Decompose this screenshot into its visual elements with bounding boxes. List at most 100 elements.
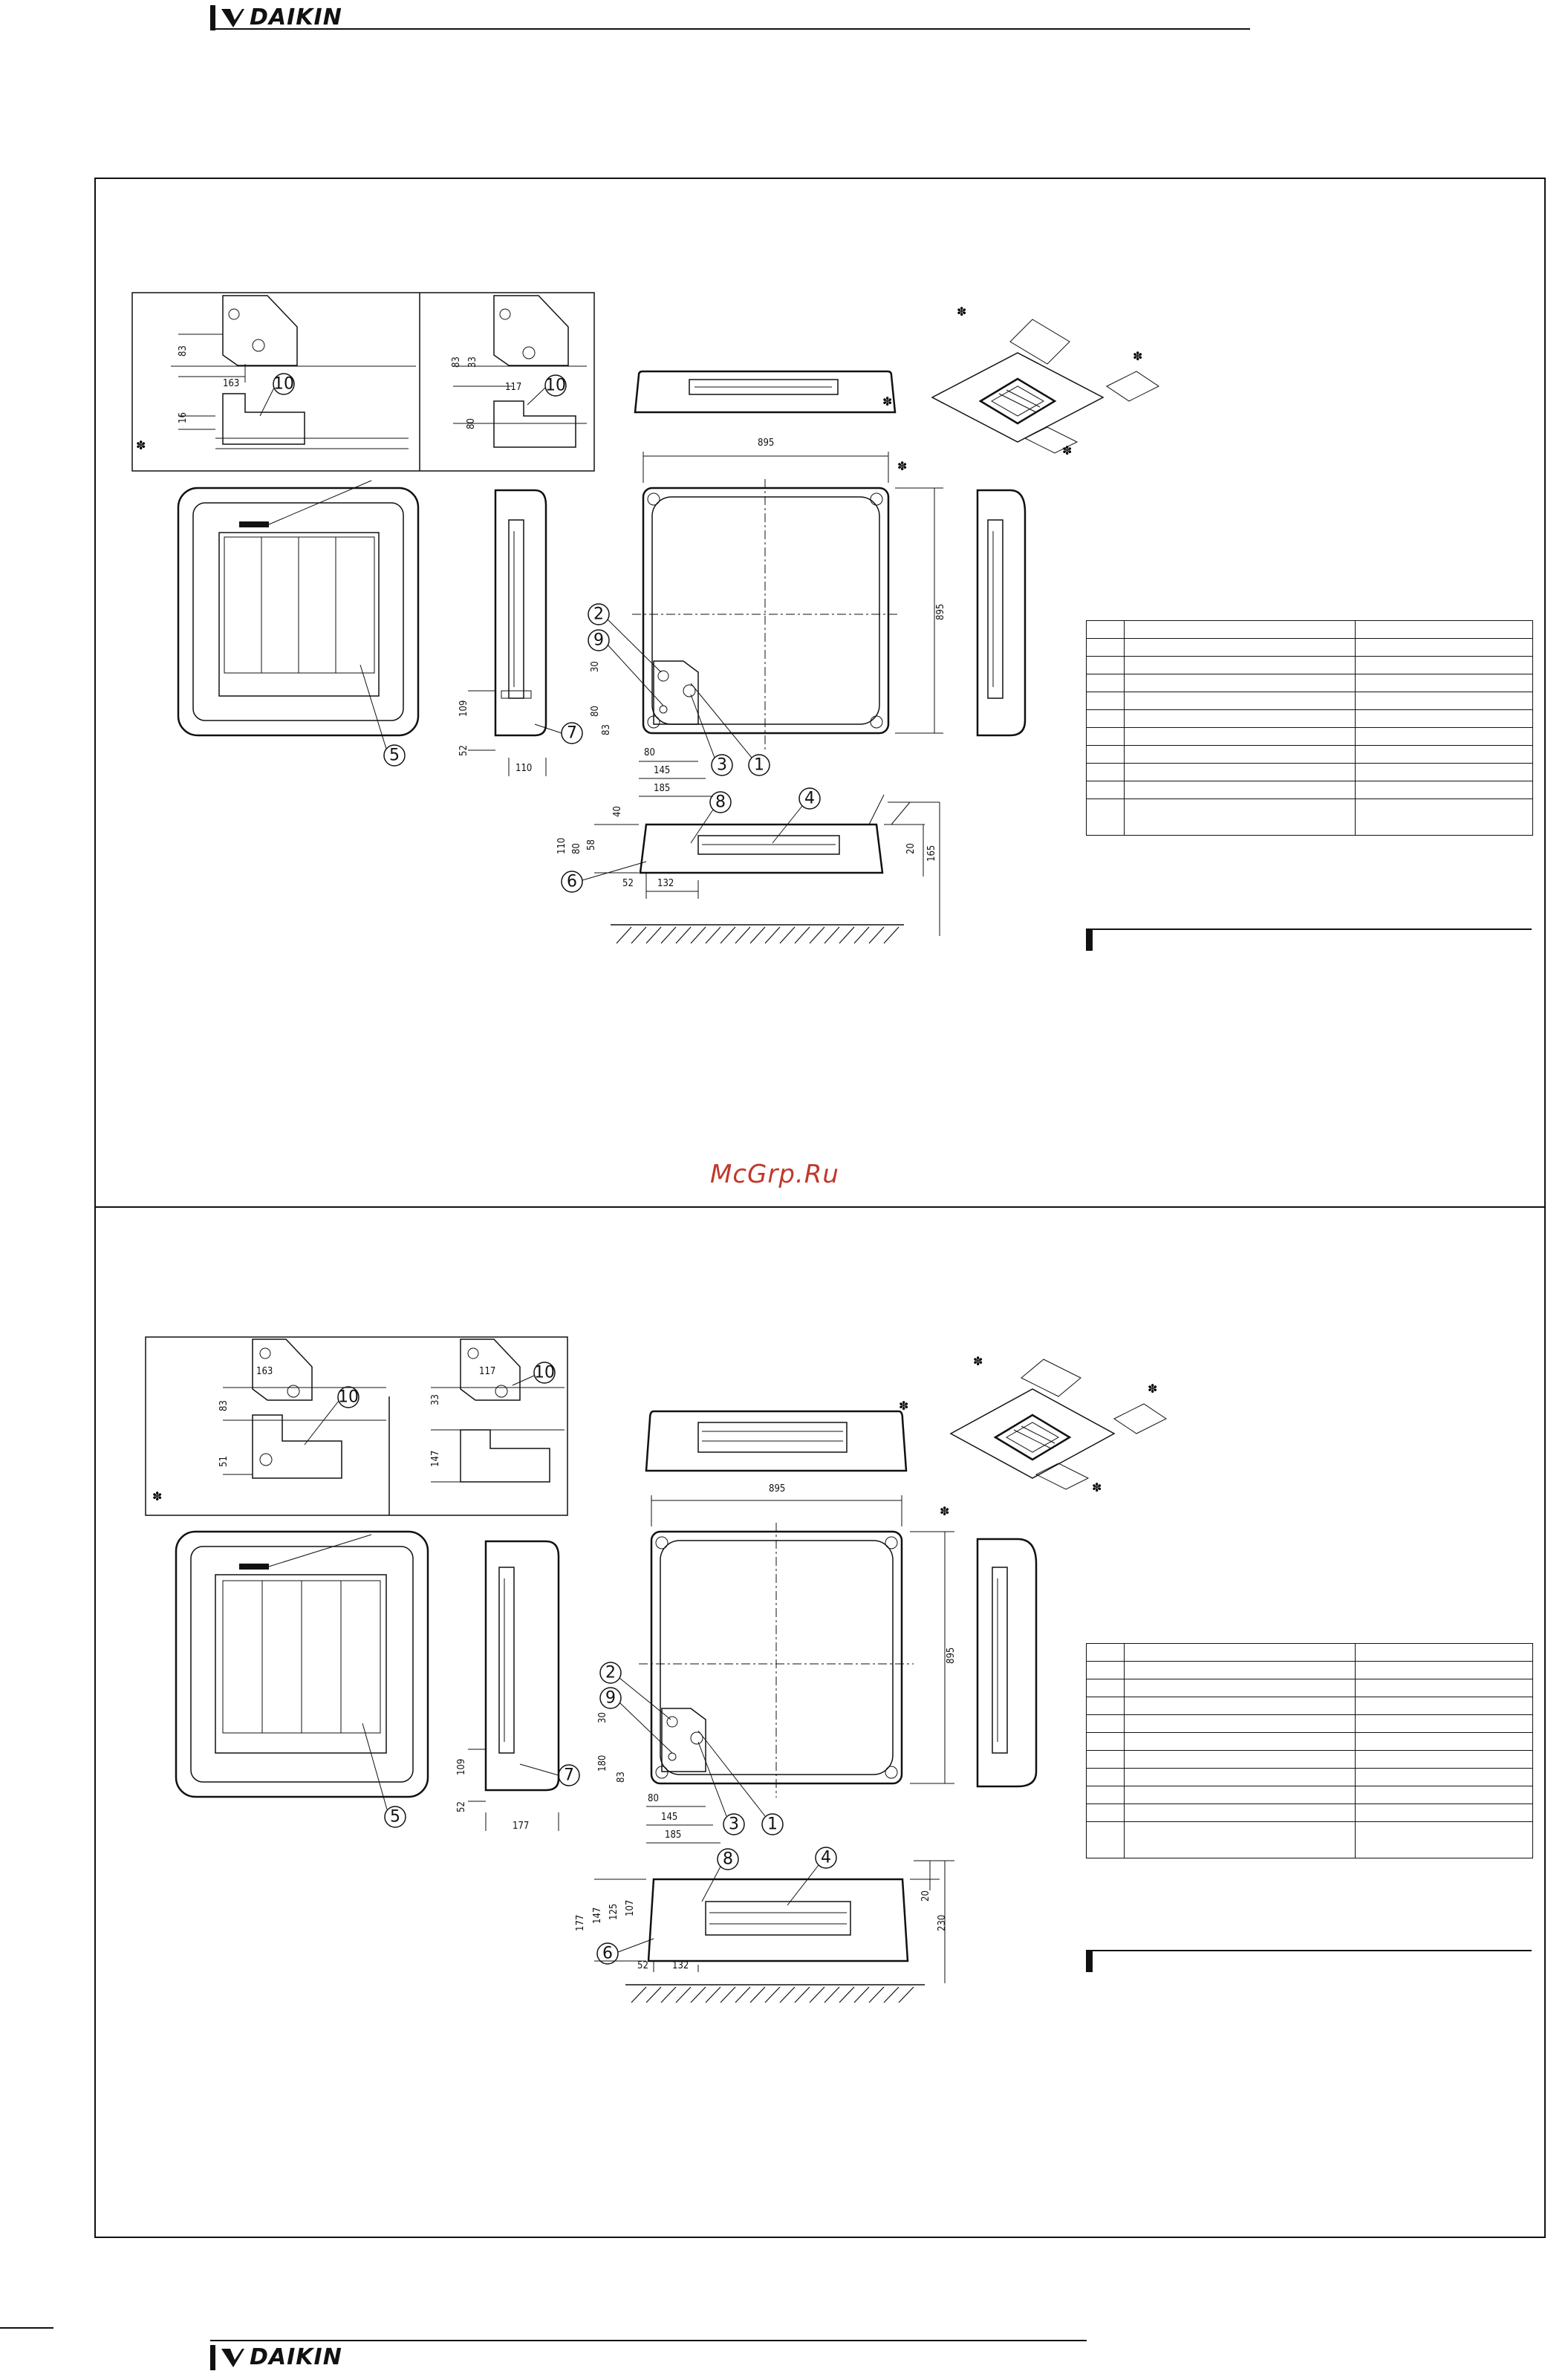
dim-185: 185 [654, 783, 670, 794]
dim-83b-2: 83 [616, 1772, 627, 1783]
table-row [1086, 745, 1533, 764]
header-logo: DAIKIN [210, 4, 342, 30]
svg-text:2: 2 [605, 1664, 616, 1682]
side-view-right-1 [976, 489, 1027, 737]
diagram-1: ✽ 83 163 16 83 33 117 80 10 10 [131, 292, 1159, 944]
table-row [1086, 638, 1533, 657]
note-bar-1 [1086, 928, 1532, 955]
dim-110: 110 [515, 763, 532, 774]
star-a1: ✽ [882, 394, 892, 409]
inset-detail-left-2 [223, 1339, 386, 1479]
bottom-elevation-1 [594, 794, 940, 936]
floor-hatch-1 [616, 926, 900, 944]
inset-box-1 [131, 292, 595, 472]
svg-text:2: 2 [593, 605, 604, 624]
plan-view-2 [639, 1495, 954, 1798]
dim-20-2: 20 [920, 1890, 931, 1902]
table-row [1086, 1750, 1533, 1769]
dim-125-2: 125 [608, 1904, 619, 1920]
table-row [1086, 799, 1533, 836]
dim-132-2: 132 [672, 1960, 689, 1971]
side-view-left-2 [468, 1540, 560, 1831]
dim-16: 16 [178, 412, 189, 423]
dim-117-2: 117 [479, 1366, 495, 1377]
dim-52-e: 52 [622, 878, 634, 889]
callout-7-b: 7 [558, 1764, 580, 1786]
table-row [1086, 1732, 1533, 1751]
dim-h895: 895 [935, 604, 946, 620]
dim-177-2: 177 [513, 1821, 529, 1832]
callout-10-a: 10 [273, 373, 295, 395]
callout-3-a: 3 [711, 754, 733, 776]
top-front-view-1 [634, 370, 897, 414]
dim-83-2: 83 [218, 1400, 230, 1411]
svg-text:1: 1 [767, 1815, 778, 1834]
dim-107-2: 107 [625, 1900, 636, 1916]
table-row [1086, 1768, 1533, 1786]
svg-text:7: 7 [564, 1766, 574, 1785]
svg-text:10: 10 [273, 375, 294, 394]
dim-58-e: 58 [586, 839, 597, 850]
dim-117: 117 [505, 382, 521, 393]
svg-text:4: 4 [821, 1849, 831, 1867]
parts-table-1 [1086, 620, 1533, 836]
dim-132-e: 132 [657, 878, 674, 889]
dim-30-2: 30 [597, 1712, 608, 1723]
table-row [1086, 1714, 1533, 1733]
logo-bar [210, 4, 215, 30]
dim-33-2: 33 [430, 1394, 441, 1405]
table-row [1086, 1804, 1533, 1822]
callout-9-a: 9 [588, 629, 610, 651]
dim-80-e: 80 [571, 843, 582, 854]
front-panel-2 [175, 1530, 429, 1798]
callout-8-b: 8 [717, 1848, 739, 1870]
dim-109: 109 [458, 700, 469, 717]
dim-230-2: 230 [937, 1915, 948, 1931]
svg-text:5: 5 [389, 747, 400, 765]
dim-83: 83 [178, 345, 189, 357]
header-rule [210, 28, 1250, 30]
table-row [1086, 727, 1533, 746]
table-row [1086, 1697, 1533, 1715]
isometric-view-1 [931, 319, 1159, 454]
callout-3-b: 3 [723, 1813, 745, 1835]
bottom-elevation-2 [594, 1860, 954, 1983]
grille-lines-1 [261, 537, 336, 673]
star-b2: ✽ [940, 1504, 949, 1518]
table-row [1086, 1643, 1533, 1662]
table-row [1086, 1679, 1533, 1697]
dim-80-inset: 80 [466, 418, 477, 429]
table-row [1086, 1786, 1533, 1804]
callout-2-a: 2 [588, 603, 610, 625]
dim-145: 145 [654, 765, 670, 776]
callout-5-a: 5 [383, 744, 406, 767]
svg-text:6: 6 [567, 873, 577, 891]
inset-detail-left-1 [171, 295, 416, 449]
star-a2: ✽ [897, 459, 907, 473]
side-view-right-2 [976, 1538, 1038, 1788]
table-row [1086, 763, 1533, 781]
dim-163: 163 [223, 378, 239, 389]
table-row [1086, 620, 1533, 639]
dim-177b-2: 177 [575, 1915, 586, 1931]
dim-80b: 80 [644, 747, 655, 758]
star-iso-3: ✽ [1062, 443, 1072, 458]
parts-table-2 [1086, 1643, 1533, 1858]
svg-text:10: 10 [534, 1364, 555, 1382]
logo-bar [210, 2344, 215, 2370]
svg-text:3: 3 [717, 756, 727, 775]
page-frame [94, 178, 1546, 2238]
callout-5-b: 5 [384, 1806, 406, 1828]
daikin-logo-icon [221, 8, 244, 27]
callout-4-b: 4 [815, 1847, 837, 1869]
callout-10-d: 10 [533, 1362, 556, 1384]
callout-10-b: 10 [544, 374, 567, 397]
dim-h895-2: 895 [946, 1648, 957, 1664]
svg-text:9: 9 [605, 1689, 616, 1708]
svg-text:6: 6 [602, 1945, 613, 1963]
dim-80a: 80 [590, 706, 601, 717]
svg-text:8: 8 [715, 793, 726, 812]
dim-163-2: 163 [256, 1366, 273, 1377]
dim-165-e: 165 [926, 845, 937, 862]
